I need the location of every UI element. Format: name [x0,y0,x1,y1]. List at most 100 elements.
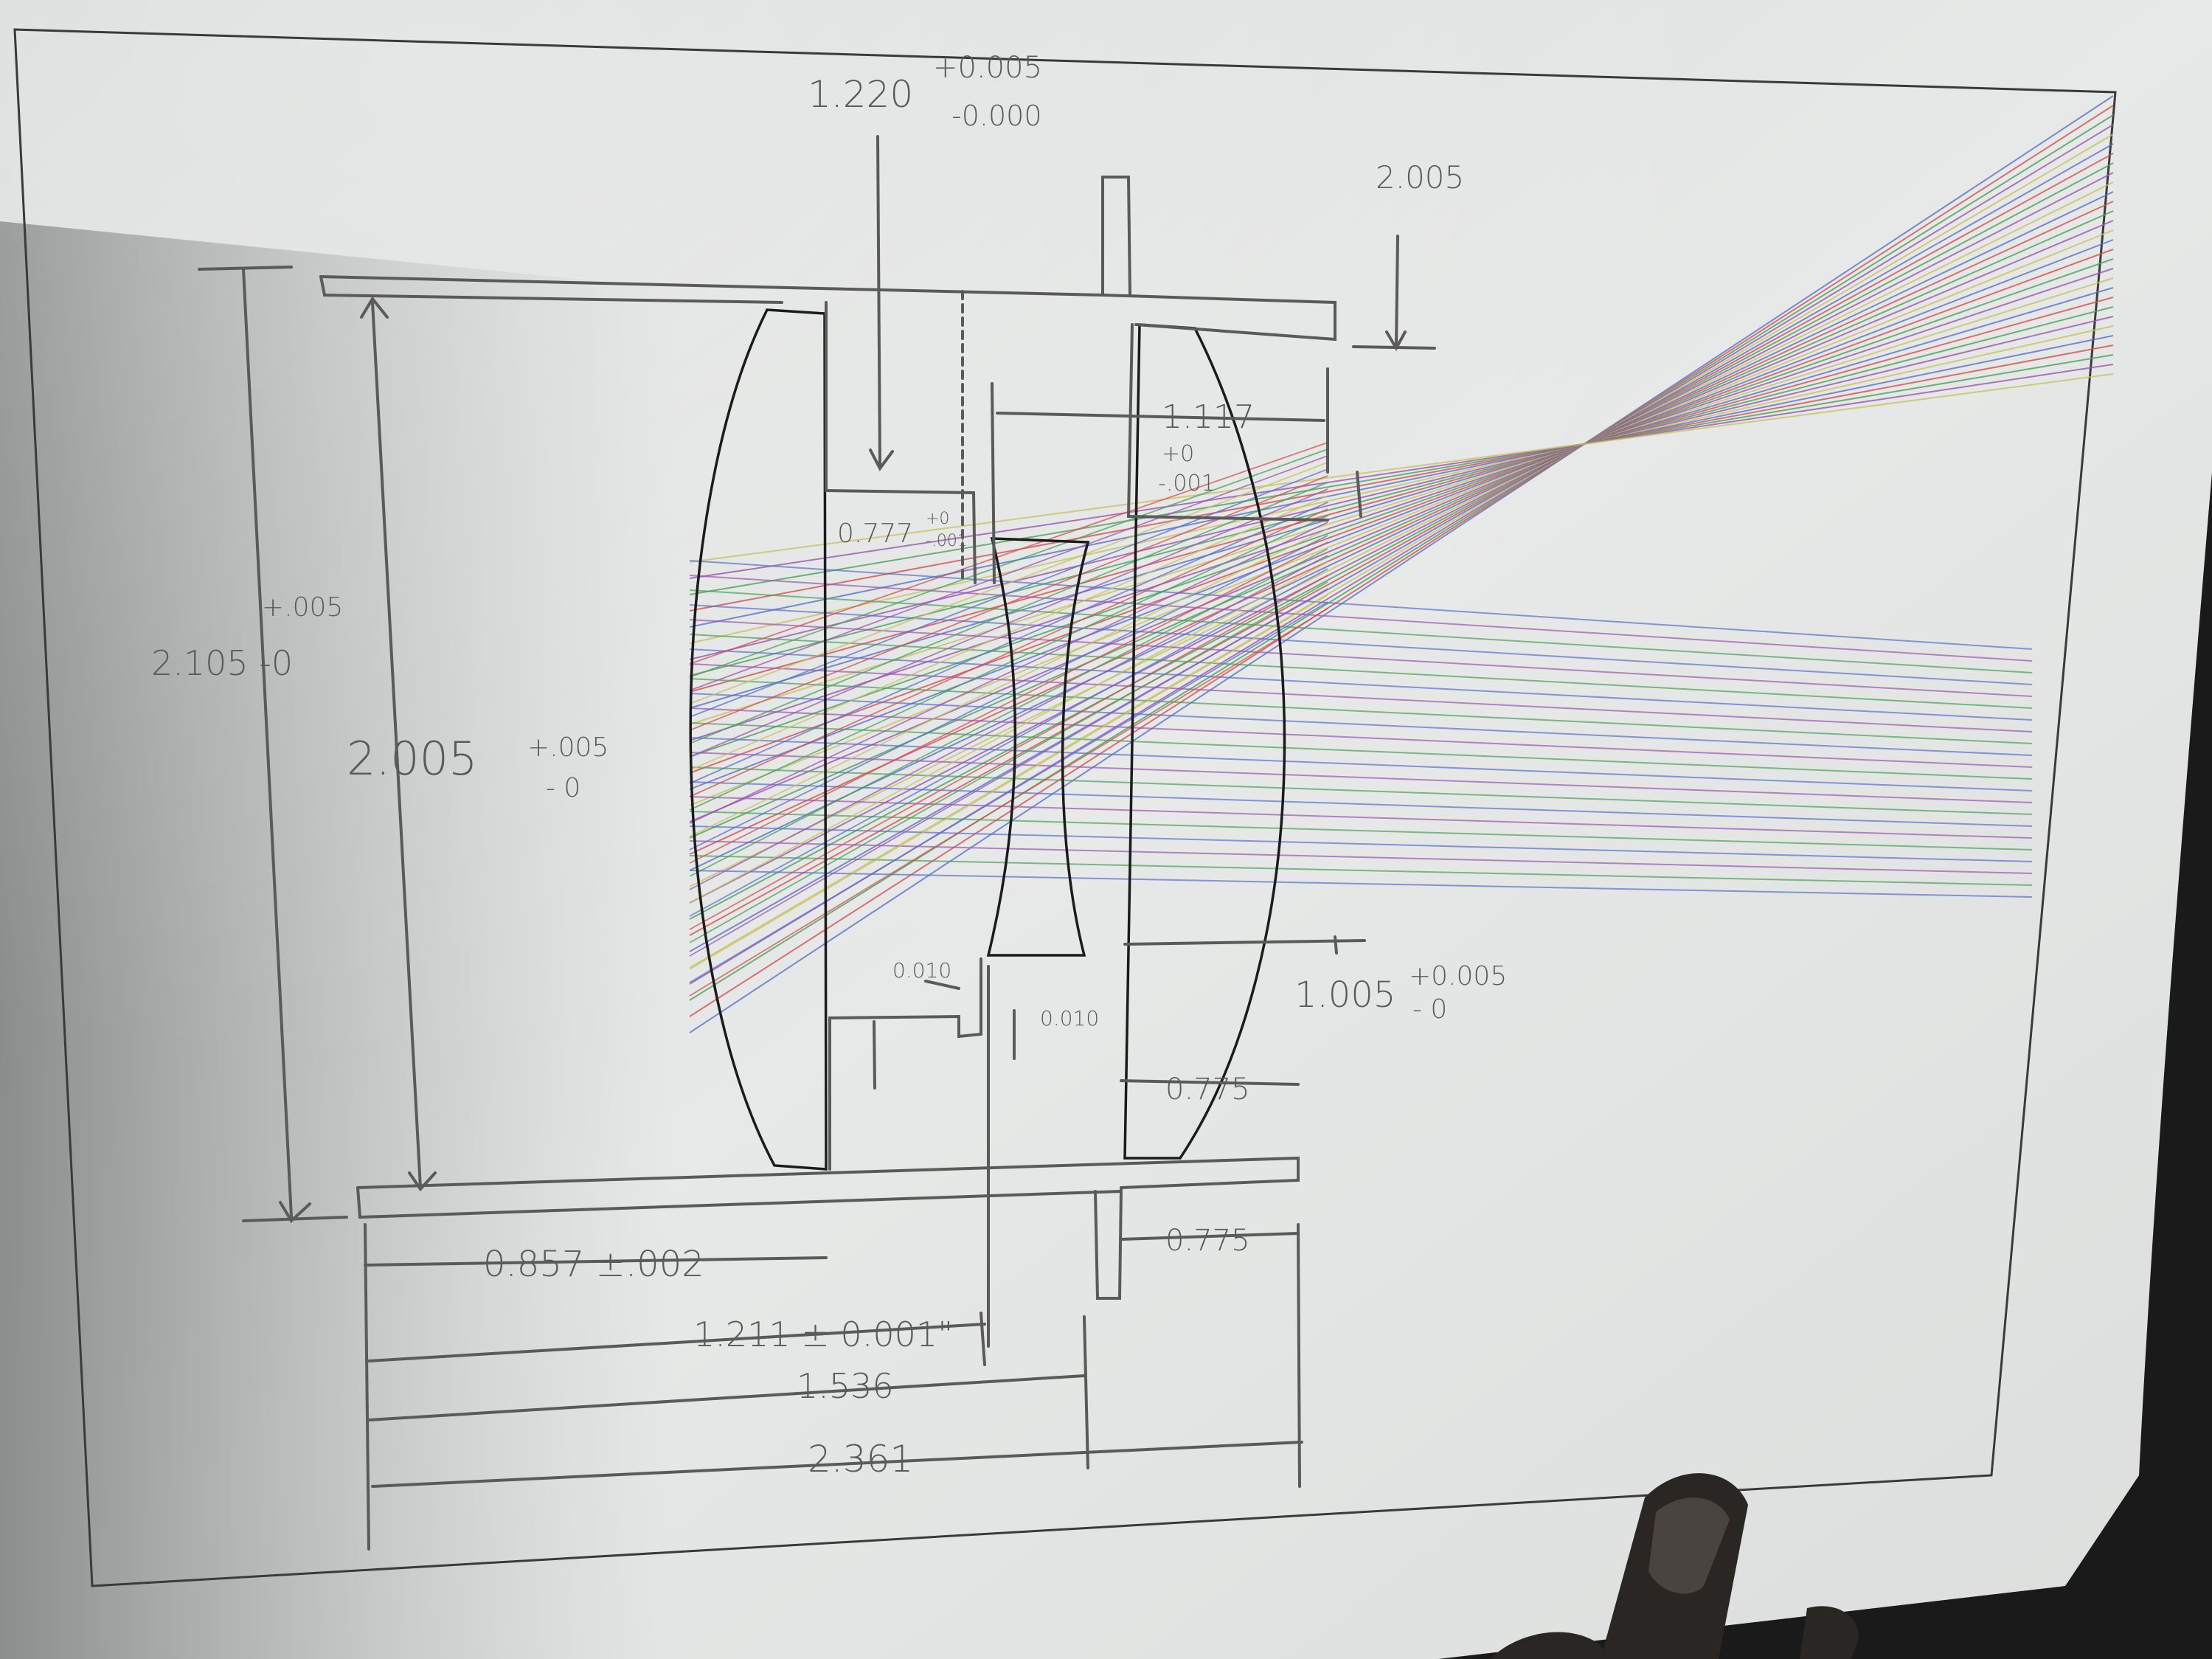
binder-clip [1490,1473,1859,1659]
dim-right-mid-minus: - 0 [1412,994,1447,1025]
ray-line [689,515,1328,811]
ray-line [689,162,2114,920]
ray-line [689,581,1328,943]
dim-right-mid: 1.005 [1294,974,1395,1016]
ray-line [689,693,2033,756]
ray-line [689,595,1328,970]
ray-line [689,316,2114,660]
ray-line [689,575,2033,662]
ray-line [689,588,1328,957]
ray-line [689,678,2033,744]
lens-3-plano-convex [1123,323,1286,1160]
dim-bottom-2: 1.211 ± 0.001" [693,1315,953,1354]
dim-spacer-center-minus: -.001 [1158,471,1216,496]
dim-bottom-1: 0.857 ±.002 [483,1244,704,1285]
lens-2-biconcave [986,537,1090,957]
drawing-frame [13,28,2117,1587]
ray-line [689,840,2033,874]
ray-line [689,619,2033,697]
ray-line [689,663,2033,732]
ray-line [689,604,2033,685]
dim-bottom-3: 1.536 [797,1366,894,1406]
ray-line [689,442,1328,665]
ray-line [689,95,2114,1033]
ray-line [689,737,2033,792]
ray-line [689,114,2114,1001]
ray-line [689,258,2114,758]
dim-top-right: 2.005 [1376,159,1464,195]
ray-line [689,229,2114,806]
dim-right-775-a: 0.775 [1165,1073,1250,1106]
ray-line [689,548,1328,877]
ray-line [689,468,1328,718]
ray-line [689,766,2033,815]
dimension-labels: 1.220 +0.005 -0.000 2.005 +.005 2.105 -0… [151,51,1507,1480]
dim-top-center-plus: +0.005 [933,51,1042,85]
ray-line [689,522,1328,824]
ray-line [689,143,2114,952]
ray-line [689,364,2114,579]
ray-line [689,482,1328,744]
dim-left-inner: 2.005 [347,732,478,786]
ray-line [689,648,2033,721]
ray-line [689,448,1328,678]
ray-line [689,502,1328,784]
ray-line [689,796,2033,839]
dim-small-010-a: 0.010 [892,958,951,983]
ray-line [689,825,2033,862]
ray-line [689,781,2033,827]
ray-line [689,153,2114,936]
dim-right-775-b: 0.775 [1165,1224,1250,1258]
ray-line [689,555,1328,890]
ray-line [689,455,1328,691]
ray-line [689,181,2114,887]
ray-line [689,811,2033,851]
dim-top-center: 1.220 [808,73,913,116]
ray-line [689,722,2033,780]
lens-1-plano-convex [689,308,828,1171]
ray-line [689,249,2114,774]
dim-spacer-center-plus: +0 [1162,441,1194,467]
ray-line [689,560,2033,650]
ray-trace-lines [689,95,2114,1033]
ray-line [689,335,2114,628]
dim-top-center-minus: -0.000 [951,100,1042,132]
ray-line [689,508,1328,797]
ray-line [689,589,2033,673]
ray-line [689,105,2114,1017]
ray-line [689,541,1328,864]
ray-line [689,344,2114,612]
dim-small-010-b: 0.010 [1040,1006,1099,1031]
ray-line [689,535,1328,851]
dim-small-left: 0.777 [837,519,913,549]
dim-left-outer: 2.105 -0 [151,643,293,683]
ray-line [689,462,1328,704]
ray-line [689,277,2114,725]
pencil-housing [198,135,1436,1551]
ray-line [689,561,1328,904]
dim-spacer-center: 1.117 [1162,398,1255,436]
ray-line [689,172,2114,904]
dim-left-outer-tol: +.005 [262,592,343,623]
ray-line [689,297,2114,693]
dim-left-inner-minus: - 0 [546,773,580,803]
ray-line [689,201,2114,855]
ray-line [689,608,1328,997]
ray-line [689,634,2033,709]
ray-line [689,601,1328,983]
dim-bottom-4: 2.361 [808,1438,913,1480]
ray-line [689,870,2033,898]
ray-line [689,373,2114,563]
ray-line [689,575,1328,930]
dim-small-left-plus: +0 [926,510,949,528]
ray-line [689,134,2114,969]
ray-line [689,528,1328,837]
ray-line [689,354,2114,595]
dim-right-mid-plus: +0.005 [1409,961,1507,991]
ray-line [689,568,1328,917]
dim-left-inner-plus: +.005 [527,732,609,763]
ray-line [689,287,2114,709]
dim-small-left-minus: -.001 [926,532,968,550]
ray-line [689,191,2114,871]
